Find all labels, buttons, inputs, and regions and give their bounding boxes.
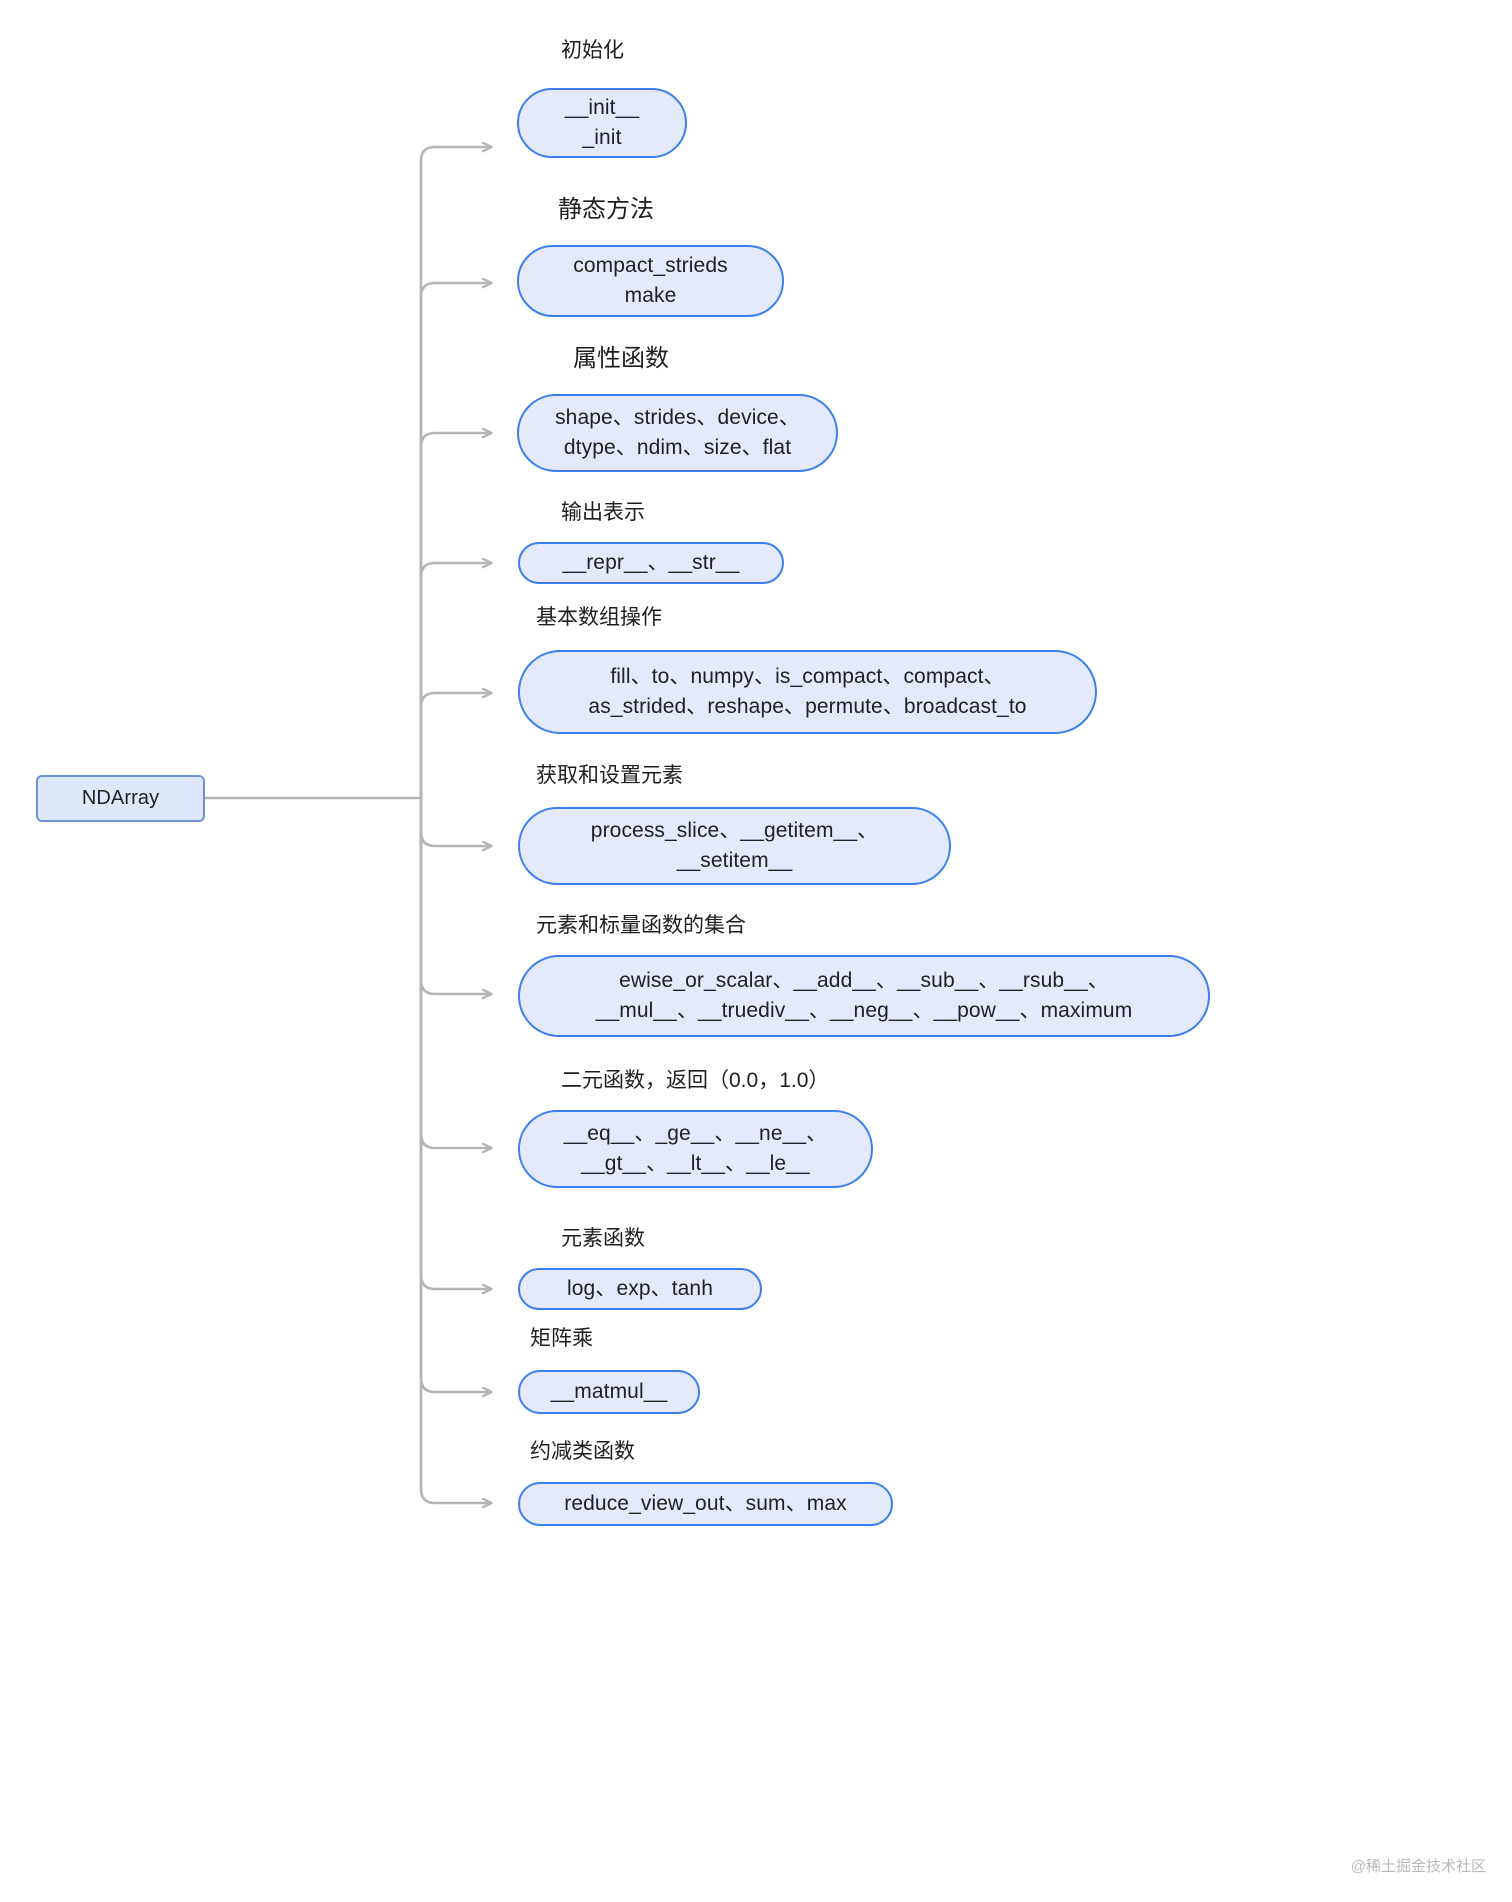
edge-branch-7 (419, 796, 491, 994)
edge-branch-1 (419, 147, 491, 800)
caption-get-set-elements: 获取和设置元素 (536, 764, 683, 787)
node-ewise-scalar-functions[interactable]: ewise_or_scalar、__add__、__sub__、__rsub__… (518, 955, 1210, 1037)
edge-branch-9 (419, 796, 491, 1289)
node-get-set-elements-text: process_slice、__getitem__、 __setitem__ (590, 819, 879, 872)
node-initialization-text: __init__ _init (564, 96, 640, 149)
edge-branch-5 (419, 693, 491, 800)
edge-branch-6 (419, 796, 491, 846)
node-property-functions[interactable]: shape、strides、device、 dtype、ndim、size、fl… (517, 394, 838, 472)
edge-branch-8 (419, 796, 491, 1148)
node-property-functions-text: shape、strides、device、 dtype、ndim、size、fl… (555, 406, 800, 459)
caption-binary-functions: 二元函数，返回（0.0，1.0） (561, 1069, 830, 1092)
caption-basic-array-ops: 基本数组操作 (536, 606, 662, 629)
node-get-set-elements[interactable]: process_slice、__getitem__、 __setitem__ (518, 807, 951, 885)
caption-ewise-scalar-functions: 元素和标量函数的集合 (536, 914, 746, 937)
node-reduction-functions-text: reduce_view_out、sum、max (564, 1492, 847, 1516)
edge-branch-4 (419, 563, 491, 800)
node-ewise-scalar-functions-text: ewise_or_scalar、__add__、__sub__、__rsub__… (595, 969, 1133, 1022)
caption-elementwise-functions: 元素函数 (561, 1227, 645, 1250)
caption-matmul: 矩阵乘 (530, 1327, 593, 1350)
node-static-methods-text: compact_strieds make (573, 254, 728, 307)
edge-branch-10 (419, 796, 491, 1392)
node-basic-array-ops[interactable]: fill、to、numpy、is_compact、compact、 as_str… (518, 650, 1097, 734)
edge-branch-2 (419, 283, 491, 800)
node-binary-functions[interactable]: __eq__、_ge__、__ne__、 __gt__、__lt__、__le_… (518, 1110, 873, 1188)
node-elementwise-functions[interactable]: log、exp、tanh (518, 1268, 762, 1310)
caption-reduction-functions: 约减类函数 (530, 1440, 635, 1463)
edge-branch-11 (419, 796, 491, 1503)
node-static-methods[interactable]: compact_strieds make (517, 245, 784, 317)
node-output-representation[interactable]: __repr__、__str__ (518, 542, 784, 584)
node-reduction-functions[interactable]: reduce_view_out、sum、max (518, 1482, 893, 1526)
root-node-label: NDArray (81, 787, 160, 810)
node-elementwise-functions-text: log、exp、tanh (567, 1277, 713, 1301)
caption-initialization: 初始化 (561, 39, 624, 62)
node-matmul-text: __matmul__ (550, 1380, 668, 1404)
watermark: @稀土掘金技术社区 (1350, 1858, 1486, 1875)
root-node[interactable]: NDArray (36, 775, 205, 822)
edge-branch-3 (419, 433, 491, 800)
node-binary-functions-text: __eq__、_ge__、__ne__、 __gt__、__lt__、__le_… (563, 1122, 828, 1175)
caption-property-functions: 属性函数 (573, 345, 669, 372)
node-matmul[interactable]: __matmul__ (518, 1370, 700, 1414)
node-initialization[interactable]: __init__ _init (517, 88, 687, 158)
node-output-representation-text: __repr__、__str__ (562, 551, 740, 575)
caption-static-methods: 静态方法 (558, 196, 654, 223)
caption-output-representation: 输出表示 (561, 501, 645, 524)
node-basic-array-ops-text: fill、to、numpy、is_compact、compact、 as_str… (588, 665, 1027, 718)
